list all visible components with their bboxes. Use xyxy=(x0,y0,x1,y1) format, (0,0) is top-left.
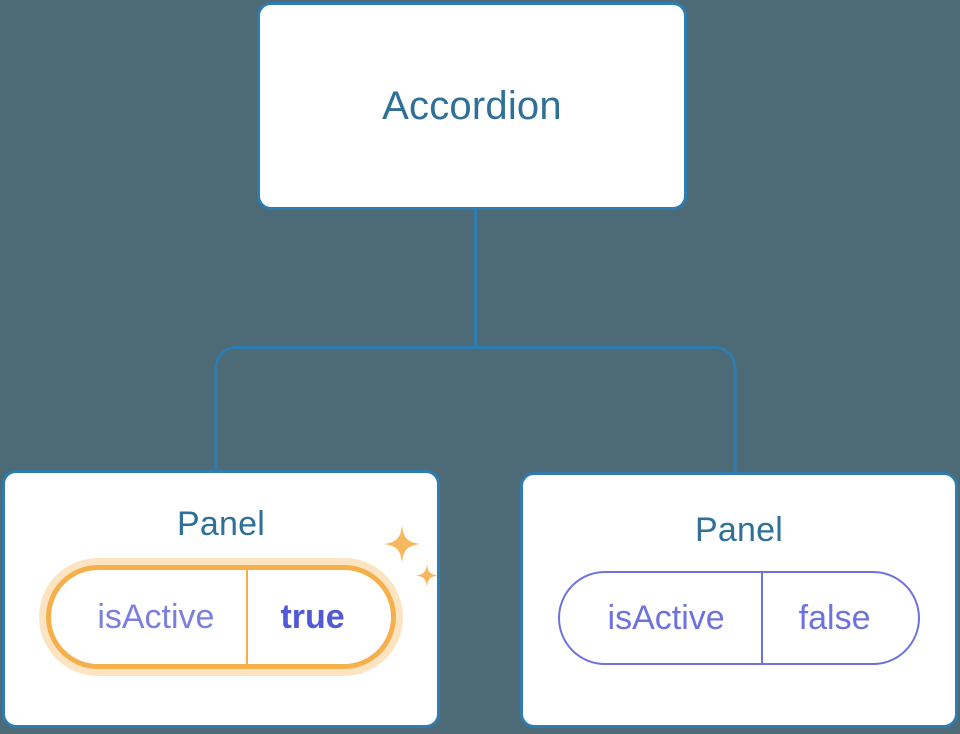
sparkle-small-icon xyxy=(415,564,438,587)
node-title: Panel xyxy=(177,505,265,543)
prop-value: true xyxy=(246,570,390,664)
node-panel-left[interactable]: Panel isActive true xyxy=(2,470,440,728)
node-title: Accordion xyxy=(382,84,562,128)
node-title: Panel xyxy=(695,511,783,549)
node-panel-right[interactable]: Panel isActive false xyxy=(520,472,958,728)
sparkle-large-icon xyxy=(383,525,420,563)
connector-branch-left xyxy=(214,346,476,470)
prop-pill-isactive-true[interactable]: isActive true xyxy=(46,565,396,669)
prop-pill-wrapper-active: isActive true xyxy=(46,525,438,669)
prop-pill-isactive-false[interactable]: isActive false xyxy=(557,571,921,665)
prop-key: isActive xyxy=(97,598,215,636)
prop-pill-wrapper-inactive: isActive false xyxy=(557,571,921,665)
prop-key: isActive xyxy=(607,599,725,637)
node-accordion[interactable]: Accordion xyxy=(257,2,687,210)
prop-value: false xyxy=(760,573,919,663)
connector-branch-right xyxy=(475,346,737,472)
